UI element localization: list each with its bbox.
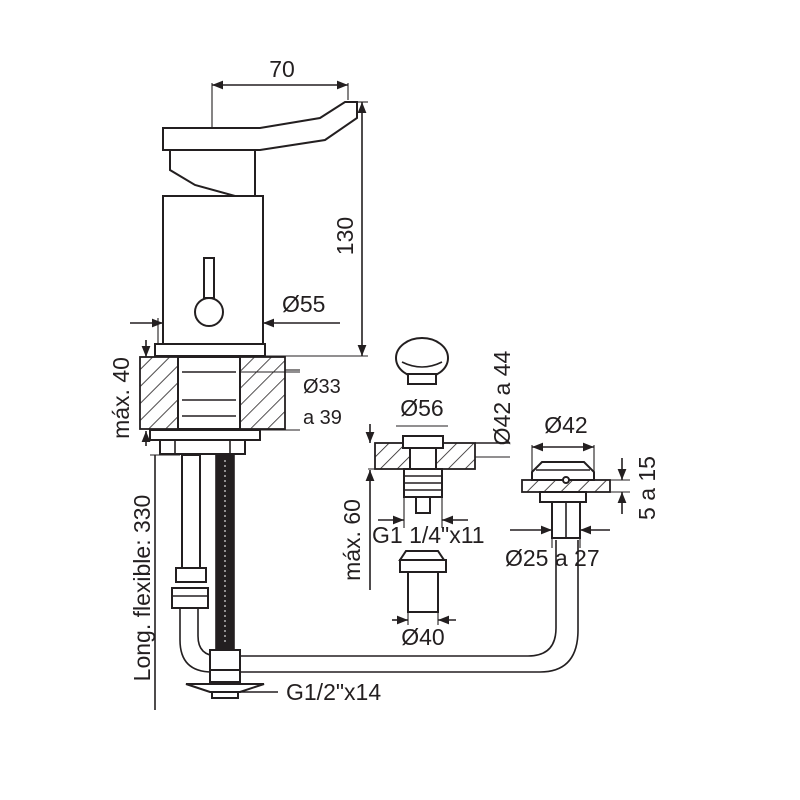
lever-base — [169, 149, 256, 197]
drain-cap — [395, 337, 449, 379]
lock-nut — [149, 429, 261, 441]
label-width-70: 70 — [269, 56, 295, 82]
drain-cap-base — [407, 373, 437, 385]
label-flex-330: Long. flexible: 330 — [129, 495, 155, 682]
label-gap-5-15: 5 a 15 — [634, 456, 660, 520]
label-dia-42: Ø42 — [544, 412, 587, 438]
popup-drain — [374, 337, 476, 613]
drain-nut — [398, 550, 446, 561]
countertop-left — [139, 356, 286, 455]
dimension-lines — [130, 80, 630, 710]
valve-cap — [531, 461, 595, 481]
body-knob — [194, 297, 224, 327]
label-hole-33: Ø33 — [303, 376, 341, 398]
label-dia-40: Ø40 — [401, 624, 444, 650]
label-dia-42-44: Ø42 a 44 — [489, 350, 515, 445]
drain-tail — [407, 571, 439, 613]
label-dia-25-27: Ø25 a 27 — [505, 545, 600, 571]
valve-body — [539, 491, 587, 503]
dimension-labels: 70 130 Ø55 Ø33 a 39 máx. 40 Long. flexib… — [108, 56, 660, 705]
flexible-hoses — [171, 454, 579, 699]
washer — [159, 439, 246, 455]
label-max-60: máx. 60 — [339, 499, 365, 581]
base-plate — [154, 343, 266, 357]
body-slot — [203, 257, 215, 299]
label-height-130: 130 — [332, 217, 358, 255]
mounting-shank — [177, 356, 241, 430]
hose-end-fitting — [209, 669, 241, 683]
label-thread-g12: G1/2"x14 — [286, 679, 381, 705]
hose-end-flange — [185, 683, 265, 693]
hose-nut-2 — [171, 587, 209, 609]
hose-nut-1 — [175, 567, 207, 583]
drain-body — [402, 435, 444, 449]
label-thread-g114: G1 1/4"x11 — [372, 522, 485, 548]
lever-handle — [162, 101, 358, 151]
valve-connector — [521, 461, 611, 539]
label-dia-55: Ø55 — [282, 291, 325, 317]
label-max-40: máx. 40 — [108, 357, 134, 439]
label-dia-56: Ø56 — [400, 395, 443, 421]
faucet-body — [154, 101, 358, 357]
label-hole-39: a 39 — [303, 407, 342, 429]
hose-end-nut — [209, 649, 241, 671]
